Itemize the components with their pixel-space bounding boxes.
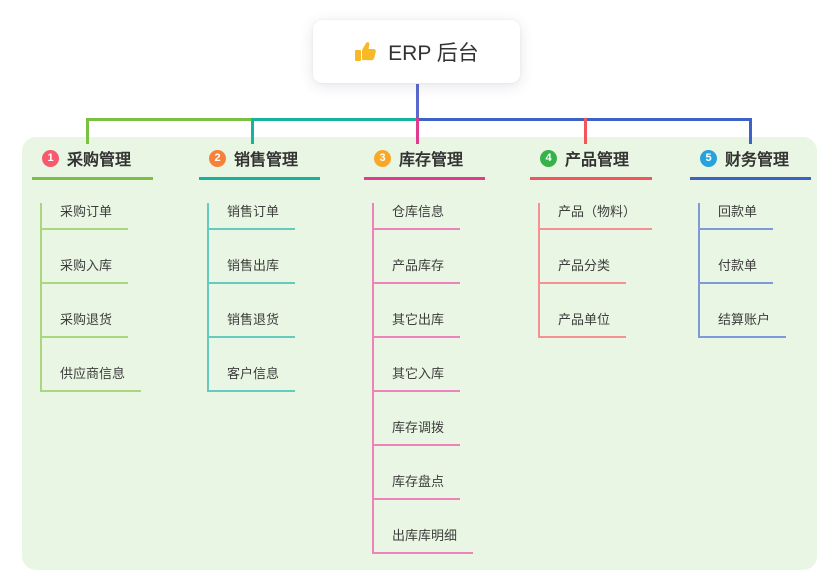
child-node[interactable]: 库存调拨: [374, 419, 461, 446]
branch-label: 库存管理: [399, 152, 464, 169]
connector-drop-inventory: [416, 118, 419, 144]
child-node[interactable]: 其它出库: [374, 311, 461, 338]
branch-children: 采购订单采购入库采购退货供应商信息: [40, 203, 153, 392]
child-node-row: 产品单位: [540, 311, 652, 338]
child-node[interactable]: 客户信息: [209, 365, 296, 392]
branch-inventory: 3 库存管理 仓库信息产品库存其它出库其它入库库存调拨库存盘点出库库明细: [364, 146, 486, 554]
branch-number-badge: 5: [700, 149, 717, 167]
branch-children: 产品（物料） 产品分类产品单位: [538, 203, 653, 338]
child-node-row: 库存调拨: [374, 419, 485, 446]
child-node-row: 销售订单: [209, 203, 320, 230]
branch-node[interactable]: 4 产品管理: [530, 146, 653, 180]
root-label: ERP 后台: [388, 41, 479, 65]
child-node-row: 采购入库: [42, 257, 153, 284]
child-node-row: 库存盘点: [374, 473, 485, 500]
connector-root-drop: [416, 84, 419, 119]
branch-label: 销售管理: [234, 152, 299, 169]
child-node[interactable]: 销售订单: [209, 203, 296, 230]
child-node[interactable]: 供应商信息: [42, 365, 142, 392]
branch-purchase: 1 采购管理 采购订单采购入库采购退货供应商信息: [32, 146, 154, 392]
connector-drop-product: [584, 118, 587, 144]
child-node-row: 销售退货: [209, 311, 320, 338]
branches-panel: 1 采购管理 采购订单采购入库采购退货供应商信息 2 销售管理 销售订单销售出库…: [22, 137, 817, 570]
child-node[interactable]: 回款单: [700, 203, 774, 230]
child-node[interactable]: 仓库信息: [374, 203, 461, 230]
branch-number-badge: 2: [209, 149, 226, 167]
branch-children: 销售订单销售出库销售退货客户信息: [207, 203, 320, 392]
branch-number-badge: 1: [42, 149, 59, 167]
child-node-row: 其它出库: [374, 311, 485, 338]
branch-node[interactable]: 3 库存管理: [364, 146, 486, 180]
branch-children: 回款单付款单结算账户: [698, 203, 811, 338]
branch-sales: 2 销售管理 销售订单销售出库销售退货客户信息: [199, 146, 321, 392]
branch-label: 财务管理: [725, 152, 790, 169]
child-node[interactable]: 产品库存: [374, 257, 461, 284]
branch-label: 产品管理: [565, 152, 630, 169]
child-node-row: 供应商信息: [42, 365, 153, 392]
connector-horizontal-sales: [251, 118, 420, 121]
child-node[interactable]: 采购订单: [42, 203, 129, 230]
child-node[interactable]: 付款单: [700, 257, 774, 284]
child-node[interactable]: 结算账户: [700, 311, 787, 338]
child-node[interactable]: 采购入库: [42, 257, 129, 284]
child-node[interactable]: 销售出库: [209, 257, 296, 284]
child-node-row: 产品（物料）: [540, 203, 653, 230]
child-node-row: 其它入库: [374, 365, 485, 392]
branch-label: 采购管理: [67, 152, 132, 169]
child-node[interactable]: 出库库明细: [374, 527, 474, 554]
branch-number-badge: 3: [374, 149, 391, 167]
child-node[interactable]: 产品单位: [540, 311, 627, 338]
connector-drop-purchase: [86, 118, 89, 144]
branch-product: 4 产品管理 产品（物料） 产品分类产品单位: [530, 146, 653, 338]
child-node[interactable]: 产品（物料）: [540, 203, 653, 230]
connector-drop-finance: [749, 118, 752, 144]
branch-node[interactable]: 5 财务管理: [690, 146, 812, 180]
child-node[interactable]: 采购退货: [42, 311, 129, 338]
child-node[interactable]: 销售退货: [209, 311, 296, 338]
branch-children: 仓库信息产品库存其它出库其它入库库存调拨库存盘点出库库明细: [372, 203, 485, 554]
branch-finance: 5 财务管理 回款单付款单结算账户: [690, 146, 812, 338]
child-node-row: 采购退货: [42, 311, 153, 338]
child-node-row: 产品库存: [374, 257, 485, 284]
child-node-row: 仓库信息: [374, 203, 485, 230]
child-node-row: 客户信息: [209, 365, 320, 392]
branch-node[interactable]: 2 销售管理: [199, 146, 321, 180]
thumbs-up-icon: [354, 40, 378, 64]
connector-horizontal-purchase: [86, 118, 254, 121]
child-node-row: 结算账户: [700, 311, 811, 338]
branch-number-badge: 4: [540, 149, 557, 167]
child-node-row: 付款单: [700, 257, 811, 284]
child-node-row: 出库库明细: [374, 527, 485, 554]
child-node-row: 采购订单: [42, 203, 153, 230]
child-node-row: 销售出库: [209, 257, 320, 284]
root-node[interactable]: ERP 后台: [313, 20, 520, 83]
child-node-row: 回款单: [700, 203, 811, 230]
connector-drop-sales: [251, 118, 254, 144]
child-node-row: 产品分类: [540, 257, 652, 284]
child-node[interactable]: 产品分类: [540, 257, 627, 284]
child-node[interactable]: 其它入库: [374, 365, 461, 392]
branch-node[interactable]: 1 采购管理: [32, 146, 154, 180]
child-node[interactable]: 库存盘点: [374, 473, 461, 500]
